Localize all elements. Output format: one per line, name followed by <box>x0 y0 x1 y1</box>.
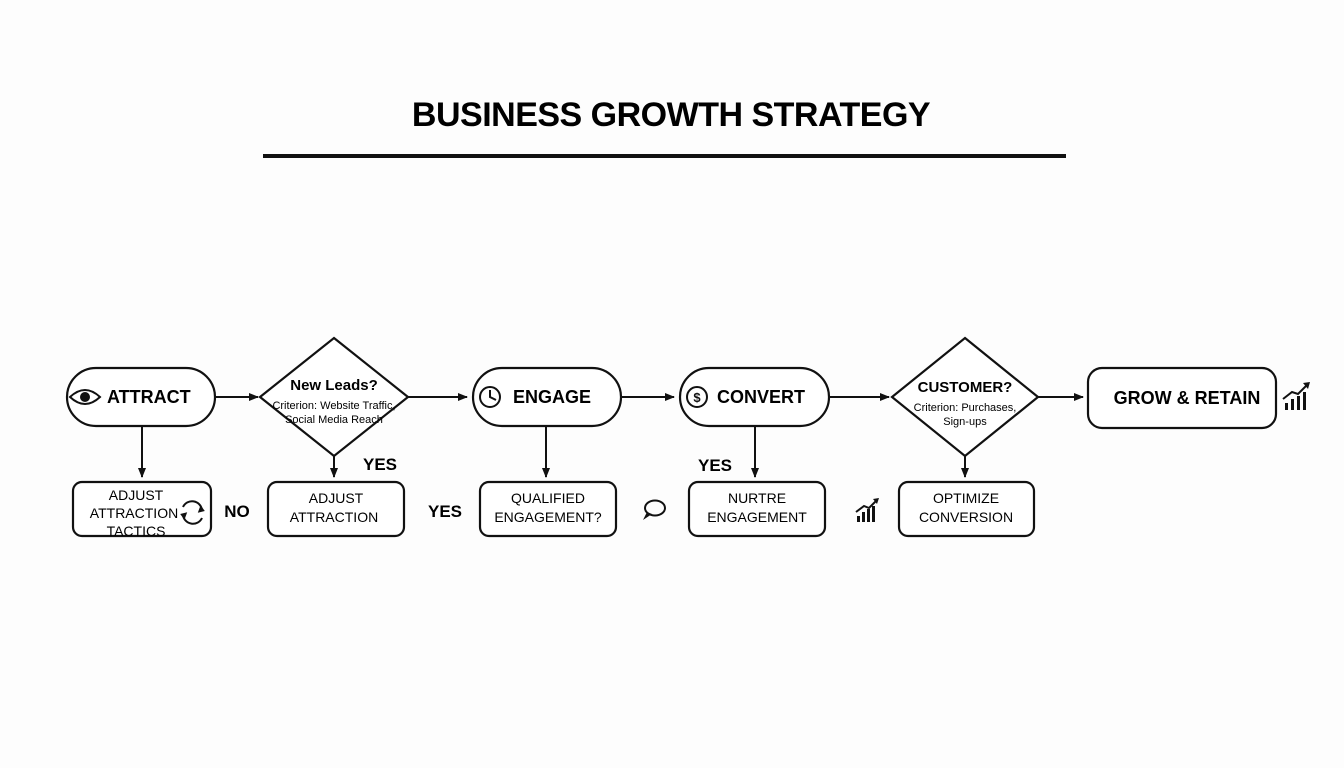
page-title: BUSINESS GROWTH STRATEGY <box>412 96 931 134</box>
attract-node: ATTRACT <box>65 366 217 428</box>
refresh-icon <box>180 500 205 525</box>
engage-label: ENGAGE <box>513 387 591 407</box>
yes-label-middle: YES <box>428 502 462 521</box>
customer-title: CUSTOMER? <box>918 379 1013 396</box>
new-leads-decision: New Leads? Criterion: Website Traffic, S… <box>258 336 410 458</box>
engage-node: ENGAGE <box>471 366 623 428</box>
no-label: NO <box>224 502 250 521</box>
yes-label-convert: YES <box>698 456 732 475</box>
adjust-attraction-box: ADJUST ATTRACTION <box>266 480 406 538</box>
svg-text:OPTIMIZE: OPTIMIZE <box>933 490 999 506</box>
dollar-icon: $ <box>686 386 708 408</box>
nurture-engagement-box: NURTRE ENGAGEMENT <box>687 480 827 538</box>
qualified-engagement-box: QUALIFIED ENGAGEMENT? <box>478 480 618 538</box>
eye-icon <box>68 389 102 405</box>
convert-label: CONVERT <box>717 387 805 407</box>
grow-retain-label: GROW & RETAIN <box>1114 388 1261 408</box>
svg-text:ADJUST: ADJUST <box>309 490 364 506</box>
svg-text:TACTICS: TACTICS <box>107 523 166 539</box>
new-leads-title: New Leads? <box>290 377 378 394</box>
svg-text:ATTRACTION: ATTRACTION <box>90 505 178 521</box>
svg-text:QUALIFIED: QUALIFIED <box>511 490 585 506</box>
svg-text:ENGAGEMENT?: ENGAGEMENT? <box>494 509 602 525</box>
svg-text:ADJUST: ADJUST <box>109 487 164 503</box>
customer-criteria-1: Criterion: Purchases, <box>914 402 1017 414</box>
growth-chart-icon <box>855 498 879 522</box>
growth-chart-icon <box>1282 382 1310 410</box>
grow-retain-node: GROW & RETAIN <box>1086 366 1278 430</box>
svg-text:NURTRE: NURTRE <box>728 490 786 506</box>
chat-bubble-icon <box>643 499 666 520</box>
convert-node: $ CONVERT <box>678 366 831 428</box>
customer-criteria-2: Sign-ups <box>943 416 987 428</box>
yes-label-leads: YES <box>363 455 397 474</box>
new-leads-criteria-1: Criterion: Website Traffic, <box>272 400 395 412</box>
new-leads-criteria-2: Social Media Reach <box>285 414 383 426</box>
clock-icon <box>479 386 501 408</box>
svg-text:ENGAGEMENT: ENGAGEMENT <box>707 509 807 525</box>
svg-text:ATTRACTION: ATTRACTION <box>290 509 378 525</box>
optimize-conversion-box: OPTIMIZE CONVERSION <box>897 480 1036 538</box>
customer-decision: CUSTOMER? Criterion: Purchases, Sign-ups <box>890 336 1040 458</box>
attract-label: ATTRACT <box>107 387 191 407</box>
svg-text:$: $ <box>693 390 701 405</box>
svg-text:CONVERSION: CONVERSION <box>919 509 1013 525</box>
adjust-tactics-box: ADJUST ATTRACTION TACTICS <box>71 480 213 539</box>
